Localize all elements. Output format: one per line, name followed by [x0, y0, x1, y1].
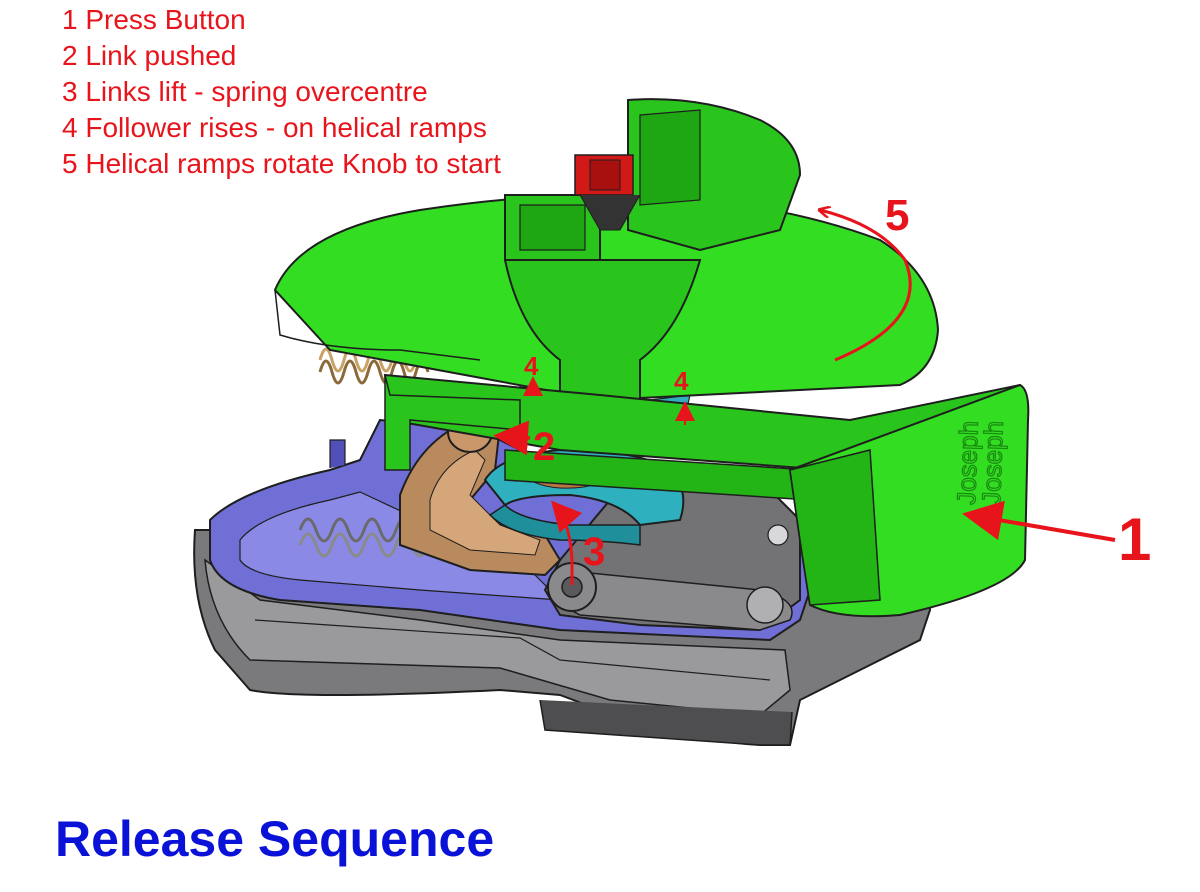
callout-5: 5 [885, 191, 909, 240]
step-1-text: 1 Press Button [62, 4, 246, 35]
button-embossing: Joseph [951, 420, 984, 505]
step-list: 1 Press Button 2 Link pushed 3 Links lif… [62, 2, 501, 182]
callout-4-left: 4 [524, 351, 539, 381]
step-5-text: 5 Helical ramps rotate Knob to start [62, 148, 501, 179]
callout-arrows [493, 210, 1116, 585]
arrow-1 [962, 500, 1116, 542]
grey-linkage [543, 478, 801, 632]
arrow-3 [551, 500, 583, 585]
callout-1: 1 [1118, 506, 1151, 573]
arrow-5 [820, 210, 912, 362]
step-2-text: 2 Link pushed [62, 40, 237, 71]
step-3-text: 3 Links lift - spring overcentre [62, 76, 428, 107]
step-4-text: 4 Follower rises - on helical ramps [62, 112, 487, 143]
callout-3: 3 [583, 530, 605, 574]
button-embossing-shadow: Joseph [976, 420, 1009, 505]
arrow-2 [493, 420, 531, 456]
callout-labels: 1 2 3 4 4 5 [524, 191, 1151, 574]
callout-2: 2 [533, 425, 555, 469]
callout-4-right: 4 [674, 366, 689, 396]
push-button: Joseph Joseph [788, 383, 1030, 618]
diagram-title: Release Sequence [55, 811, 495, 867]
